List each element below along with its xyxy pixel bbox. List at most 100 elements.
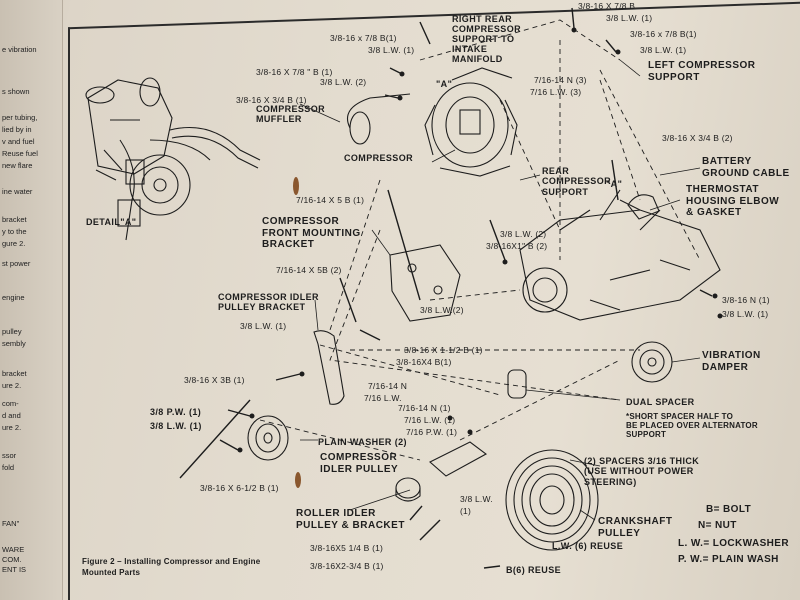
label-lw-3-8-c: 3/8 L.W. (1) [460, 494, 493, 516]
label-bolt-5b: 7/16-14 X 5B (2) [276, 265, 342, 275]
label-lw-1-a: 3/8 L.W. (1) [240, 321, 287, 331]
label-idler-pulley-bracket: COMPRESSOR IDLER PULLEY BRACKET [218, 292, 319, 313]
label-detail-a: DETAIL"A" [86, 217, 137, 227]
label-bolt-4b: 3/8-16X4 B(1) [396, 357, 452, 367]
label-short-spacer-note: *SHORT SPACER HALF TO BE PLACED OVER ALT… [626, 412, 758, 440]
edge-text: bracket [2, 215, 27, 224]
label-top-bolt-1: 3/8-16 X 7/8 B [578, 1, 636, 11]
label-lw6-reuse: L.W. (6) REUSE [552, 541, 624, 551]
edge-text: ure 2. [2, 381, 22, 390]
edge-text: y to the [2, 227, 27, 236]
idler-bracket-drawing [313, 330, 345, 405]
legend-bolt: B= BOLT [706, 504, 752, 515]
label-compressor-idler-pulley: COMPRESSOR IDLER PULLEY [320, 452, 399, 475]
label-lw-2-a: 3/8 L.W. (2) [500, 229, 547, 239]
edge-text: sembly [2, 339, 26, 348]
label-vibration-damper: VIBRATION DAMPER [702, 350, 761, 373]
label-nut-7-16: 7/16-14 N (3) [534, 75, 587, 85]
edge-text: v and fuel [2, 137, 35, 146]
idler-pulley-drawing [247, 415, 289, 461]
label-lw-7-16: 7/16 L.W. (3) [530, 87, 582, 97]
label-bolt-3-4-b2: 3/8-16 X 3/4 B (2) [662, 133, 733, 143]
label-pw-1: 3/8 P.W. (1) [150, 407, 202, 417]
label-nut-3-8-16: 3/8-16 N (1) [722, 295, 770, 305]
figure-caption: Figure 2 – Installing Compressor and Eng… [82, 557, 261, 578]
label-top-bolt-2: 3/8-16 x 7/8 B(1) [630, 29, 697, 39]
label-top-lw-2: 3/8 L.W. (1) [640, 45, 687, 55]
muffler-drawing [346, 93, 411, 145]
label-l-bolt-1: 3/8-16 X 7/8 " B (1) [256, 67, 333, 77]
label-lw-7-16-a: 7/16 L.W. [364, 393, 402, 403]
edge-text: s shown [2, 87, 30, 96]
edge-text: WARE [2, 545, 25, 554]
label-bolt-7-16-5: 7/16-14 X 5 B (1) [296, 195, 365, 205]
washer-dots [237, 27, 723, 453]
edge-text: gure 2. [2, 239, 26, 248]
label-lw-7-16-b: 7/16 L.W. (1) [404, 415, 456, 425]
roller-idler-drawing [395, 441, 488, 502]
edge-text: engine [2, 293, 25, 302]
edge-text: ssor [2, 451, 17, 460]
edge-text: d and [2, 411, 21, 420]
edge-text: lied by in [2, 125, 32, 134]
label-pw-7-16: 7/16 P.W. (1) [406, 427, 458, 437]
label-lw-2-b: 3/8 L.W.(2) [420, 305, 464, 315]
label-rr-bolt: 3/8-16 x 7/8 B(1) [330, 33, 397, 43]
edge-text: ENT IS [2, 565, 27, 574]
label-detail-a-top: "A" [436, 79, 453, 89]
label-dual-spacer: DUAL SPACER [626, 397, 695, 407]
edge-text: fold [2, 463, 15, 472]
adjacent-page-edge: e vibration s shown per tubing, lied by … [0, 0, 63, 600]
label-crankshaft-pulley: CRANKSHAFT PULLEY [598, 516, 673, 539]
label-lw-3-8-b: 3/8 L.W. (1) [150, 421, 202, 431]
label-right-rear-support: RIGHT REAR COMPRESSOR SUPPORT TO INTAKE … [452, 14, 522, 65]
label-bolt-3b: 3/8-16 X 3B (1) [184, 375, 245, 385]
label-rr-lw: 3/8 L.W. (1) [368, 45, 415, 55]
leader-lines [299, 59, 701, 521]
label-compressor-muffler: COMPRESSOR MUFFLER [256, 104, 326, 125]
legend-lockwasher: L. W.= LOCKWASHER [678, 538, 789, 549]
label-bolt-1-1-2: 3/8-16 X 1-1/2 B (1) [404, 345, 483, 355]
legend-plain-washer: P. W.= PLAIN WASH [678, 554, 779, 565]
label-bolt-5-1-4: 3/8-16X5 1/4 B (1) [310, 543, 384, 553]
label-l-lw-1: 3/8 L.W. (2) [320, 77, 367, 87]
label-front-mounting-bracket: COMPRESSOR FRONT MOUNTING BRACKET [262, 216, 361, 250]
label-top-lw-1: 3/8 L.W. (1) [606, 13, 653, 23]
label-roller-idler: ROLLER IDLER PULLEY & BRACKET [296, 508, 405, 531]
vibration-damper-drawing [631, 341, 673, 383]
label-spacers: (2) SPACERS 3/16 THICK (USE WITHOUT POWE… [584, 456, 700, 487]
engine-block-drawing [519, 189, 721, 321]
edge-text: new flare [2, 161, 33, 170]
edge-text: st power [2, 259, 31, 268]
label-bolt-1-b2: 3/8-16X1" B (2) [486, 241, 548, 251]
label-battery-ground-cable: BATTERY GROUND CABLE [702, 156, 790, 179]
assembly-guide-lines [259, 19, 701, 461]
edge-text: e vibration [2, 45, 37, 54]
label-compressor: COMPRESSOR [344, 153, 414, 163]
compressor-drawing [424, 67, 518, 177]
edge-text: per tubing, [2, 113, 38, 122]
label-lw-3-8-r: 3/8 L.W. (1) [722, 309, 769, 319]
label-rear-compressor-support: REAR COMPRESSOR SUPPORT [542, 166, 612, 197]
edge-text: FAN" [2, 519, 20, 528]
edge-text: ine water [2, 187, 33, 196]
edge-text: pulley [2, 327, 22, 336]
dual-spacer-drawing [507, 369, 527, 399]
crankshaft-pulley-drawing [505, 449, 599, 551]
label-bolt-2-3-4: 3/8-16X2-3/4 B (1) [310, 561, 384, 571]
rust-stains [293, 177, 301, 488]
label-nut-7-16-a: 7/16-14 N [368, 381, 408, 391]
label-plain-washer: PLAIN WASHER (2) [318, 437, 407, 447]
label-l-bolt-2: 3/8-16 X 3/4 B (1) [236, 95, 307, 105]
legend-nut: N= NUT [698, 520, 737, 531]
edge-text: bracket [2, 369, 27, 378]
label-left-compressor-support: LEFT COMPRESSOR SUPPORT [648, 60, 756, 83]
label-bolt-6-1-2: 3/8-16 X 6-1/2 B (1) [200, 483, 279, 493]
label-detail-a-mid: "A" [606, 179, 623, 189]
edge-text: ure 2. [2, 423, 22, 432]
detail-a-engine-sketch [85, 77, 261, 241]
edge-text: com- [2, 399, 19, 408]
label-nut-7-16-b: 7/16-14 N (1) [398, 403, 451, 413]
